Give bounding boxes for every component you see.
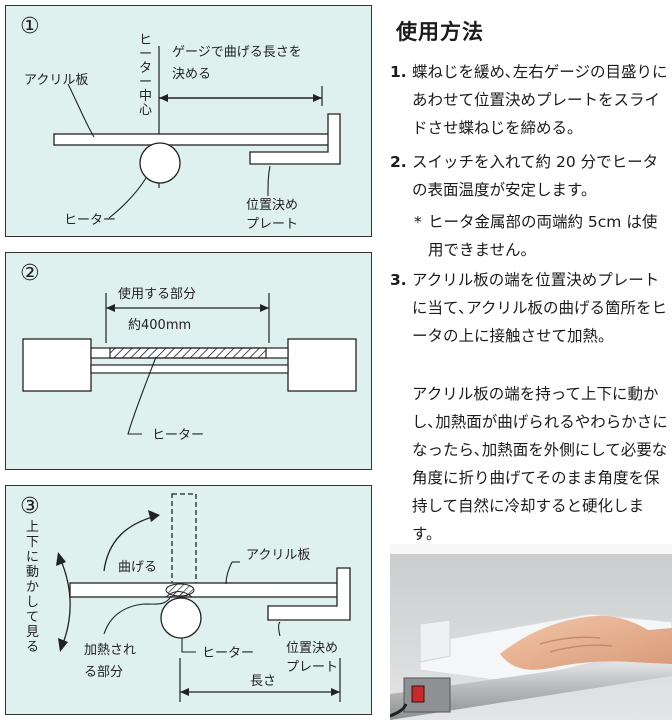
heated-zone [165,583,195,597]
heater-label: ヒーター [64,213,116,228]
bend-arrow [103,515,157,572]
plate-label-line2: プレート [246,217,298,232]
use-part-label: 使用する部分 [118,286,196,302]
gauge-label-line1: ゲージで曲げる長さを [172,45,302,60]
heated-label-line1: 加熱され [84,643,136,658]
gauge-arrow-left [159,94,168,102]
acrylic-label: アクリル板 [24,73,88,88]
note-text: ヒータ金属部の両端約 5cm は使用できません。 [428,213,658,259]
note: * ヒータ金属部の両端約 5cm は使用できません。 [414,208,670,264]
step-3-number: 3. [390,271,407,289]
step-2-text: スイッチを入れて約 20 分でヒータの表面温度が安定します。 [412,153,659,199]
move-label: 上下に動かして見る [26,520,40,655]
plate-label-3-line1: 位置決め [286,641,338,656]
diagram-3-drawing: 曲げる アクリル板 加熱され る部分 ヒーター 位置決め プレート 長さ [56,493,351,702]
heater-leader-2 [127,356,157,435]
bottom-rail [90,364,289,374]
product-photo [390,544,672,720]
step-1-text: 蝶ねじを緩め､左右ゲージの目盛りにあわせて位置決めプレートをスライドさせ蝶ねじを… [412,63,668,137]
control-box [403,677,451,713]
acrylic-label-3: アクリル板 [246,548,310,563]
plate-label-3-line2: プレート [286,660,338,675]
heater-center-label: ヒーター中心 [139,33,153,118]
diagram-2-number: ② [20,261,40,286]
hands [500,615,672,670]
gauge-label-line2: 決める [172,67,211,82]
step-3: 3. アクリル板の端を位置決めプレートに当て､アクリル板の曲げる箇所をヒータの上… [390,266,670,350]
plate-leader [267,165,271,197]
right-end-block [287,338,357,392]
plate-leader-3 [277,621,281,637]
heater-active-zone [109,347,267,359]
note-mark: * [414,213,422,231]
heater-label-3: ヒーター [202,646,254,661]
bent-plate-dashed [171,493,197,585]
heater-leader-3 [181,638,196,653]
length-label-2: 約400mm [128,318,191,333]
step-2-number: 2. [390,153,407,171]
step-2: 2. スイッチを入れて約 20 分でヒータの表面温度が安定します。 [390,148,670,204]
diagram-1-panel: ① ゲージで曲げる長さを 決める アクリル板 ヒーター 位置決め プレート ヒー… [5,5,372,237]
diagram-2-drawing: 使用する部分 約400mm ヒーター [22,286,357,443]
bend-label: 曲げる [118,560,157,575]
heater-label-2: ヒーター [152,428,204,443]
updown-arrow [59,557,71,647]
diagram-3-number: ③ [20,494,40,519]
step-3-text: アクリル板の端を位置決めプレートに当て､アクリル板の曲げる箇所をヒータの上に接触… [412,271,667,345]
instructions-title: 使用方法 [396,20,484,44]
plate-label-line1: 位置決め [246,198,298,213]
diagram-3-panel: ③ 曲げる [5,485,372,715]
length-label-3: 長さ [250,674,276,689]
product-photo-drawing [390,544,672,720]
positioning-plate [249,113,341,165]
diagram-1-number: ① [20,14,40,39]
diagram-1-drawing: ゲージで曲げる長さを 決める アクリル板 ヒーター 位置決め プレート [24,45,341,232]
heated-label-line2: る部分 [84,665,123,680]
step-1-number: 1. [390,63,407,81]
acrylic-plate [53,133,333,146]
left-end-block [22,338,92,392]
heater-body [390,654,672,720]
step-1: 1. 蝶ねじを緩め､左右ゲージの目盛りにあわせて位置決めプレートをスライドさせ蝶… [390,58,670,142]
heater-leader [108,177,147,219]
positioning-plate-3 [267,567,351,621]
step-3-paragraph: アクリル板の端を持って上下に動かし､加熱面が曲げられるやわらかさになったら､加熱… [412,385,668,543]
power-switch [411,685,425,703]
acrylic-leader [67,83,95,138]
heater-circle [139,142,181,184]
heated-leader [103,595,172,635]
diagram-2-panel: ② 使用する部分 約400mm ヒーター [5,252,372,470]
heater-circle-3 [160,597,202,639]
acrylic-plate-3 [69,582,341,598]
gauge-arrow-right [313,94,322,102]
